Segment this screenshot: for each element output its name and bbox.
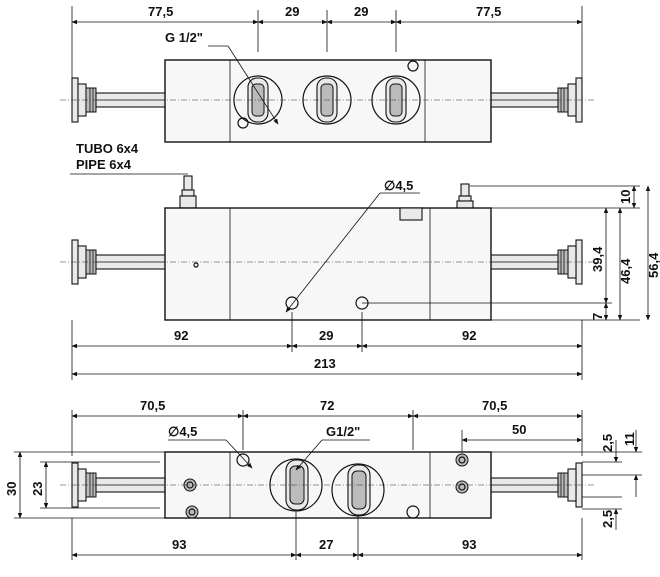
top-mount-hole-right: [407, 60, 419, 72]
bottom-dim-93-left: 93: [172, 537, 186, 552]
dim-top-29-b: 29: [354, 4, 368, 19]
side-dim-29: 29: [319, 328, 333, 343]
bottom-dim-2-5-top: 2,5: [600, 434, 615, 452]
bottom-dim-27: 27: [319, 537, 333, 552]
side-dim-10: 10: [618, 190, 633, 204]
side-hole-label: ∅4,5: [384, 178, 413, 193]
top-thread-label: G 1/2": [165, 30, 203, 45]
bottom-view: 70,5 72 70,5 50: [4, 398, 642, 560]
bottom-thread-label: G1/2": [326, 424, 360, 439]
side-dim-7: 7: [590, 313, 605, 320]
side-valve-body: [164, 207, 492, 321]
side-dim-56-4: 56,4: [646, 252, 660, 278]
tube-label-es: TUBO 6x4: [76, 141, 139, 156]
side-dim-39-4: 39,4: [590, 246, 605, 272]
bottom-dim-2-5-bottom: 2,5: [600, 510, 615, 528]
tube-label-en: PIPE 6x4: [76, 157, 132, 172]
side-pilot-fitting-left: [179, 175, 197, 209]
side-pilot-fitting-right: [456, 183, 474, 212]
bottom-dim-70-5-left: 70,5: [140, 398, 165, 413]
side-view: TUBO 6x4 PIPE 6x4 ∅4,5: [60, 141, 660, 380]
bottom-hole-left: [236, 453, 250, 467]
bottom-dim-30: 30: [4, 482, 19, 496]
bottom-dim-11: 11: [622, 432, 637, 446]
bottom-screws: [183, 453, 469, 519]
side-dim-92-right: 92: [462, 328, 476, 343]
bottom-dim-23: 23: [30, 482, 45, 496]
bottom-hole-label: ∅4,5: [168, 424, 197, 439]
bottom-port-2: [331, 463, 385, 517]
dim-top-29-a: 29: [285, 4, 299, 19]
side-dim-46-4: 46,4: [618, 258, 633, 284]
side-dim-213: 213: [314, 356, 336, 371]
dim-top-77-5-right: 77,5: [476, 4, 501, 19]
dim-top-77-5-left: 77,5: [148, 4, 173, 19]
bottom-dim-70-5-right: 70,5: [482, 398, 507, 413]
top-view: 77,5 29 29 77,5 G 1/2": [60, 4, 596, 143]
side-hole-left: [285, 296, 299, 310]
bottom-dim-93-right: 93: [462, 537, 476, 552]
bottom-hole-right: [406, 505, 420, 519]
top-valve-body: [164, 59, 492, 143]
side-dim-92-left: 92: [174, 328, 188, 343]
bottom-dim-50: 50: [512, 422, 526, 437]
top-mount-hole-left: [237, 117, 249, 129]
bottom-dim-72: 72: [320, 398, 334, 413]
